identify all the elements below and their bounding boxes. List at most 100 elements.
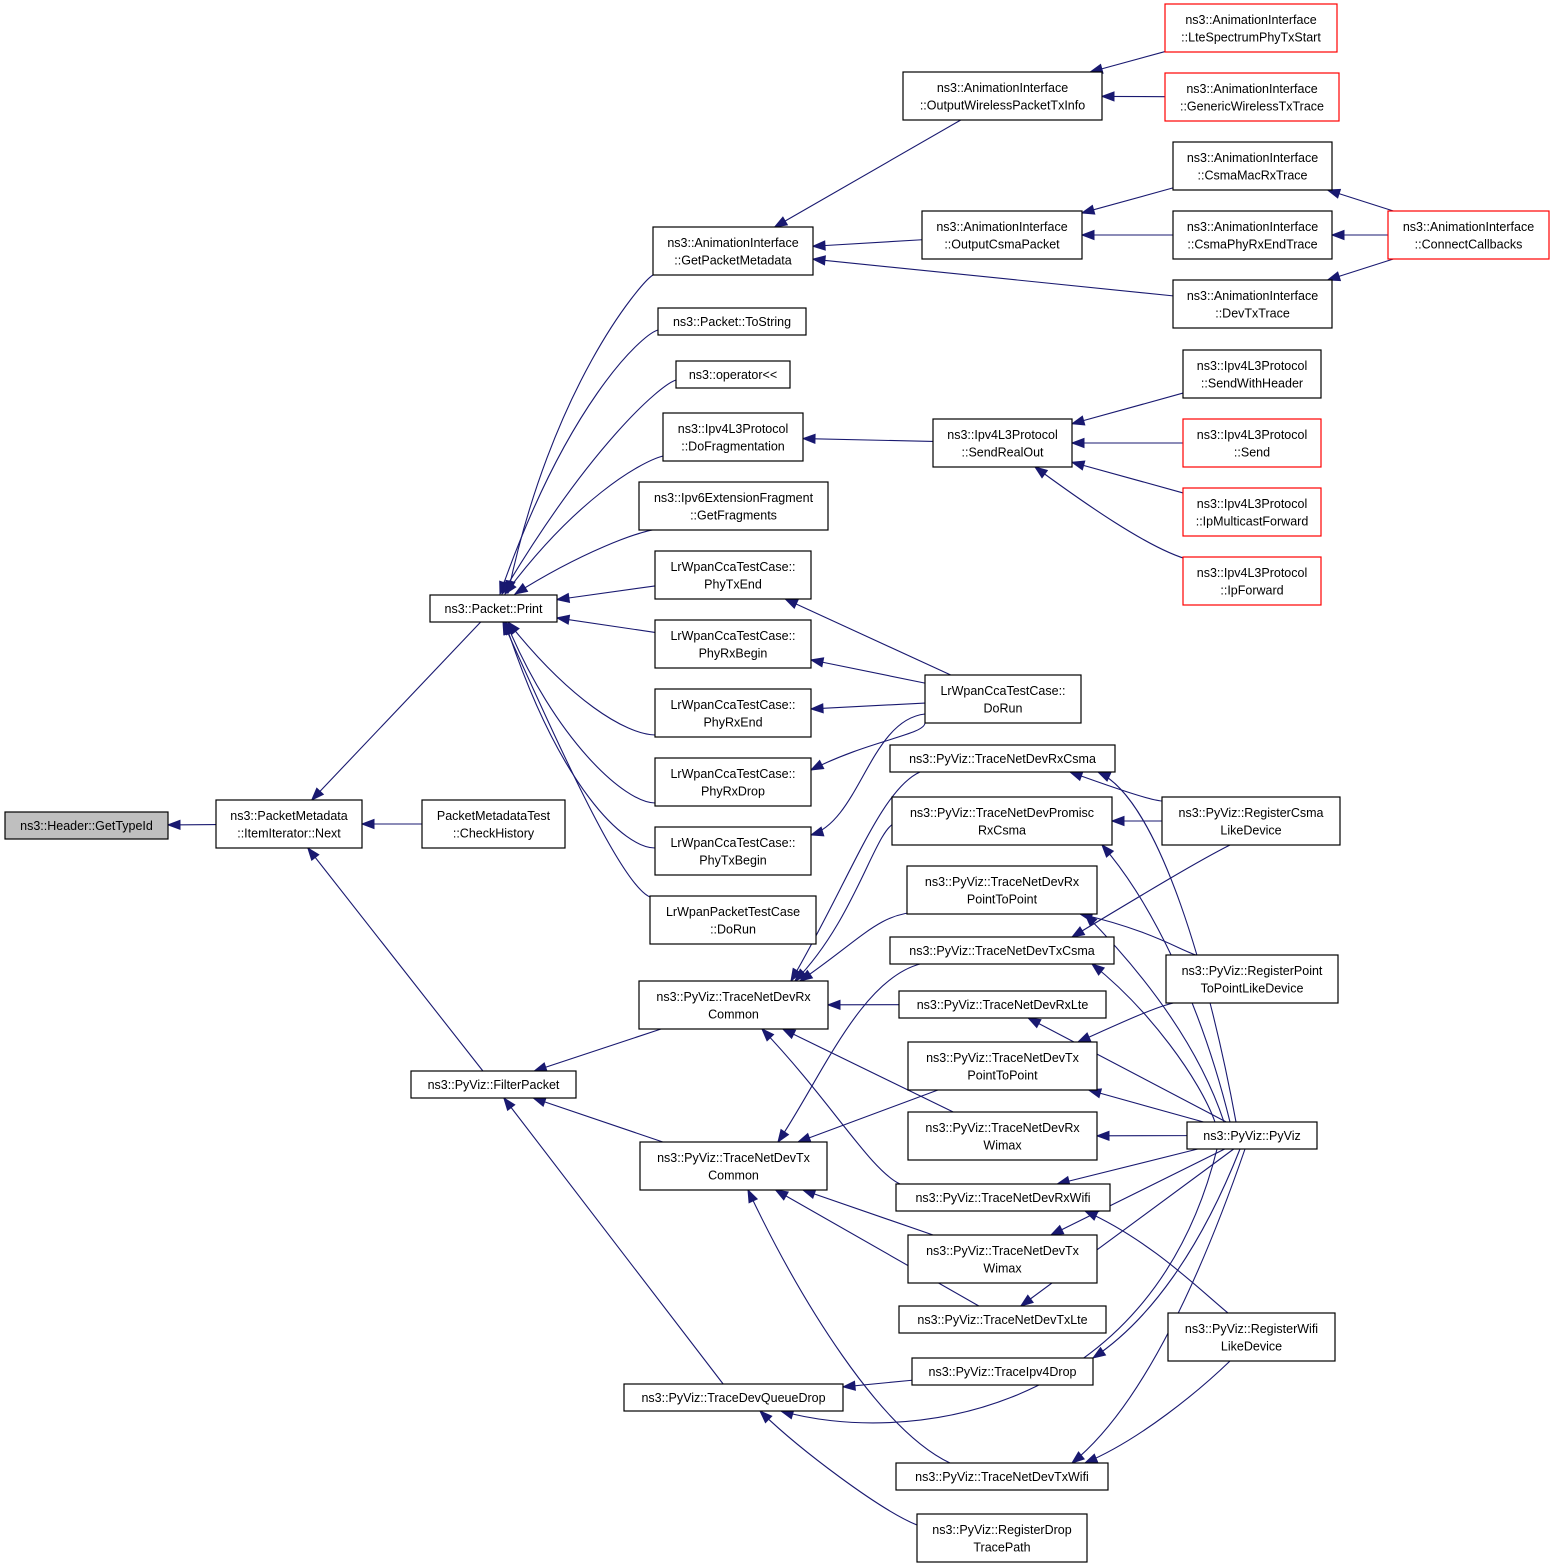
node-box bbox=[623, 1383, 844, 1412]
node-label: ns3::PyViz::TraceNetDevTx bbox=[926, 1244, 1080, 1258]
node-box bbox=[898, 990, 1107, 1019]
node-phyrxend[interactable]: LrWpanCcaTestCase::PhyRxEnd bbox=[654, 688, 812, 738]
node-csmamacrx[interactable]: ns3::AnimationInterface::CsmaMacRxTrace bbox=[1172, 141, 1333, 191]
node-box bbox=[916, 1513, 1088, 1563]
node-sendreal[interactable]: ns3::Ipv4L3Protocol::SendRealOut bbox=[932, 418, 1073, 468]
node-label: ::OutputWirelessPacketTxInfo bbox=[920, 98, 1085, 112]
node-box bbox=[1165, 954, 1339, 1004]
edge-n_devqdrop-n_regdrop bbox=[759, 1410, 918, 1526]
edge-n_next-n_print bbox=[311, 621, 482, 801]
arrow-head-n_txwifi-n_pyviz bbox=[1070, 1451, 1086, 1464]
node-lrpkt[interactable]: LrWpanPacketTestCase::DoRun bbox=[649, 895, 817, 945]
node-getfrag[interactable]: ns3::Ipv6ExtensionFragment::GetFragments bbox=[638, 481, 829, 531]
node-connect[interactable]: ns3::AnimationInterface::ConnectCallback… bbox=[1387, 210, 1550, 260]
node-ipfwd[interactable]: ns3::Ipv4L3Protocol::IpForward bbox=[1182, 556, 1322, 606]
node-ltestart[interactable]: ns3::AnimationInterface::LteSpectrumPhyT… bbox=[1164, 3, 1338, 53]
node-txlte[interactable]: ns3::PyViz::TraceNetDevTxLte bbox=[898, 1305, 1107, 1334]
node-box bbox=[898, 1305, 1107, 1334]
arrow-head-n_getmeta-n_outwl bbox=[773, 216, 789, 228]
edge-n_getmeta-n_outwl bbox=[774, 119, 962, 228]
node-box bbox=[1172, 210, 1333, 260]
node-box bbox=[924, 674, 1082, 724]
edge-n_next-n_filter bbox=[307, 847, 484, 1072]
node-label: ns3::PyViz::TraceDevQueueDrop bbox=[641, 1391, 825, 1405]
node-rxwifi[interactable]: ns3::PyViz::TraceNetDevRxWifi bbox=[895, 1183, 1111, 1212]
edge-n_rxwifi-n_regwifi bbox=[1084, 1210, 1229, 1314]
arrow-head-n_sendreal-n_ipfwd bbox=[1033, 466, 1049, 479]
node-filter[interactable]: ns3::PyViz::FilterPacket bbox=[410, 1070, 577, 1099]
node-label: ::GetPacketMetadata bbox=[674, 253, 791, 267]
arrow-head-n_filter-n_devqdrop bbox=[502, 1096, 516, 1112]
node-box bbox=[1161, 796, 1341, 846]
node-txwifi[interactable]: ns3::PyViz::TraceNetDevTxWifi bbox=[895, 1462, 1109, 1491]
node-devtx[interactable]: ns3::AnimationInterface::DevTxTrace bbox=[1172, 279, 1333, 329]
arrow-head-n_txcommon-n_txwifi bbox=[747, 1188, 759, 1204]
node-txcsma[interactable]: ns3::PyViz::TraceNetDevTxCsma bbox=[889, 936, 1115, 965]
node-rxlte[interactable]: ns3::PyViz::TraceNetDevRxLte bbox=[898, 990, 1107, 1019]
node-label: ns3::Ipv4L3Protocol bbox=[947, 428, 1058, 442]
arrow-head-n_getmeta-n_outcsma bbox=[811, 240, 826, 251]
node-genwl[interactable]: ns3::AnimationInterface::GenericWireless… bbox=[1164, 72, 1340, 122]
node-label: ::CheckHistory bbox=[453, 826, 535, 840]
node-sendhdr[interactable]: ns3::Ipv4L3Protocol::SendWithHeader bbox=[1182, 349, 1322, 399]
node-getmeta[interactable]: ns3::AnimationInterface::GetPacketMetada… bbox=[652, 226, 814, 276]
node-box bbox=[429, 594, 558, 623]
node-label: ns3::Ipv6ExtensionFragment bbox=[654, 491, 814, 505]
node-send[interactable]: ns3::Ipv4L3Protocol::Send bbox=[1182, 418, 1322, 468]
node-ipv4drop[interactable]: ns3::PyViz::TraceIpv4Drop bbox=[911, 1357, 1094, 1386]
node-devqdrop[interactable]: ns3::PyViz::TraceDevQueueDrop bbox=[623, 1383, 844, 1412]
node-label: LrWpanPacketTestCase bbox=[666, 905, 800, 919]
edge-n_print-n_lrpkt bbox=[502, 621, 651, 898]
node-phytxend[interactable]: LrWpanCcaTestCase::PhyTxEnd bbox=[654, 550, 812, 600]
node-label: ns3::AnimationInterface bbox=[1403, 220, 1534, 234]
node-print[interactable]: ns3::Packet::Print bbox=[429, 594, 558, 623]
node-csmaphyrx[interactable]: ns3::AnimationInterface::CsmaPhyRxEndTra… bbox=[1172, 210, 1333, 260]
arrow-head-n_txcommon-n_txlte bbox=[774, 1189, 790, 1201]
node-rxcsma[interactable]: ns3::PyViz::TraceNetDevRxCsma bbox=[889, 744, 1116, 773]
node-label: ns3::PyViz::FilterPacket bbox=[428, 1078, 560, 1092]
node-oper[interactable]: ns3::operator<< bbox=[675, 360, 791, 389]
node-phytxbegin[interactable]: LrWpanCcaTestCase::PhyTxBegin bbox=[654, 826, 812, 876]
node-outcsma[interactable]: ns3::AnimationInterface::OutputCsmaPacke… bbox=[921, 210, 1083, 260]
edge-n_print-n_phytxend bbox=[556, 585, 656, 601]
node-next[interactable]: ns3::PacketMetadata::ItemIterator::Next bbox=[215, 799, 363, 849]
node-pyviz[interactable]: ns3::PyViz::PyViz bbox=[1186, 1121, 1318, 1150]
arrow-head-n_rxlte-n_pyviz bbox=[1026, 1017, 1042, 1029]
arrow-head-n_devtx-n_connect bbox=[1326, 271, 1342, 282]
node-label: RxCsma bbox=[978, 823, 1026, 837]
node-dorun[interactable]: LrWpanCcaTestCase::DoRun bbox=[924, 674, 1082, 724]
node-dofrag[interactable]: ns3::Ipv4L3Protocol::DoFragmentation bbox=[662, 412, 804, 462]
node-regp2p[interactable]: ns3::PyViz::RegisterPointToPointLikeDevi… bbox=[1165, 954, 1339, 1004]
edge-n_print-n_phyrxbegin bbox=[556, 617, 656, 633]
node-label: PhyRxDrop bbox=[701, 784, 765, 798]
arrow-head-n_ipv4drop-n_pyviz bbox=[1091, 1346, 1107, 1359]
arrow-head-n_outcsma-n_csmamacrx bbox=[1080, 204, 1096, 215]
node-label: ns3::Ipv4L3Protocol bbox=[1197, 428, 1308, 442]
node-outwl[interactable]: ns3::AnimationInterface::OutputWirelessP… bbox=[902, 71, 1103, 121]
edge-n_rxcommon-n_rxwifi bbox=[761, 1028, 901, 1185]
node-ipmcast[interactable]: ns3::Ipv4L3Protocol::IpMulticastForward bbox=[1182, 487, 1322, 537]
node-label: Wimax bbox=[983, 1138, 1022, 1152]
arrow-head-n_txlte-n_pyviz bbox=[1019, 1294, 1034, 1307]
arrow-head-n_rxcommon-n_rxcsma bbox=[790, 967, 802, 983]
node-phyrxbegin[interactable]: LrWpanCcaTestCase::PhyRxBegin bbox=[654, 619, 812, 669]
node-phyrxdrop[interactable]: LrWpanCcaTestCase::PhyRxDrop bbox=[654, 757, 812, 807]
edge-n_txwifi-n_regwifi bbox=[1084, 1360, 1231, 1464]
node-root[interactable]: ns3::Header::GetTypeId bbox=[4, 811, 169, 840]
node-checkhist[interactable]: PacketMetadataTest::CheckHistory bbox=[421, 799, 566, 849]
arrow-head-n_rxp2p-n_pyviz bbox=[1084, 912, 1098, 927]
node-tostring[interactable]: ns3::Packet::ToString bbox=[657, 307, 807, 336]
arrow-head-n_promisc-n_pyviz bbox=[1101, 843, 1115, 858]
node-label: ns3::PyViz::PyViz bbox=[1203, 1129, 1301, 1143]
node-label: LrWpanCcaTestCase:: bbox=[670, 698, 795, 712]
